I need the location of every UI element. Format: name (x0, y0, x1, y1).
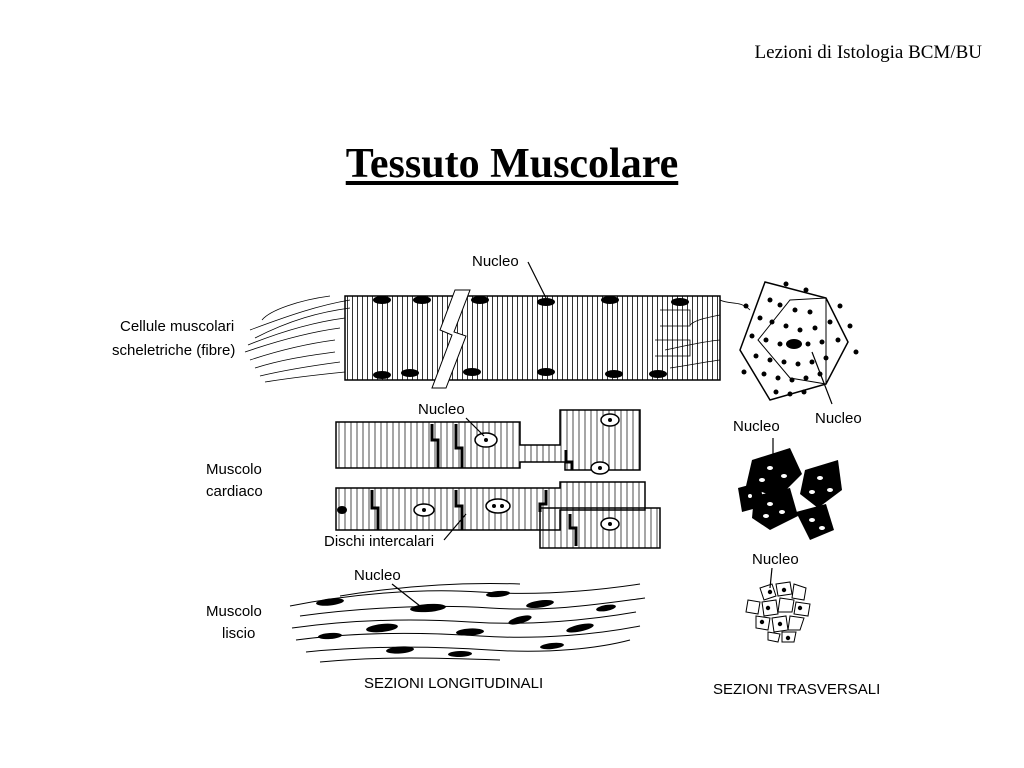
skeletal-fiber-right-fibrils (655, 299, 751, 369)
label-cardiac-line1: Muscolo (206, 461, 262, 478)
skeletal-fiber-break (431, 289, 471, 389)
smooth-nucleus-pointer (391, 583, 421, 607)
label-cardiac-line2: cardiaco (206, 483, 263, 500)
label-smooth-line2: liscio (222, 625, 255, 642)
smooth-cross-section (745, 567, 811, 643)
slide-header: Lezioni di Istologia BCM/BU (754, 42, 982, 63)
skeletal-fiber-longitudinal (244, 261, 751, 389)
smooth-muscle-nuclei (316, 590, 616, 658)
skeletal-nucleus-pointer (527, 261, 547, 299)
label-nucleus-smooth: Nucleo (354, 567, 401, 584)
label-skeletal-cells-line1: Cellule muscolari (120, 318, 234, 335)
caption-transverse-sections: SEZIONI TRASVERSALI (713, 681, 880, 698)
smooth-muscle-cells (289, 583, 646, 663)
label-nucleus-cross-cardiac: Nucleo (733, 418, 780, 435)
cardiac-nucleus-pointer (465, 417, 485, 437)
smooth-muscle-longitudinal (289, 583, 646, 663)
label-nucleus-cardiac: Nucleo (418, 401, 465, 418)
cardiac-nuclei (337, 413, 620, 531)
skeletal-nuclei (373, 296, 689, 379)
label-nucleus-cross-skeletal: Nucleo (815, 410, 862, 427)
label-intercalated-discs: Dischi intercalari (324, 533, 434, 550)
label-skeletal-cells-line2: scheletriche (fibre) (112, 342, 235, 359)
label-nucleus-skeletal: Nucleo (472, 253, 519, 270)
label-smooth-line1: Muscolo (206, 603, 262, 620)
skeletal-fiber-left-fibrils (244, 295, 351, 383)
caption-longitudinal-sections: SEZIONI LONGITUDINALI (364, 675, 543, 692)
cardiac-cross-section (738, 438, 842, 540)
cardiac-fibers-longitudinal (335, 409, 661, 549)
cardiac-fiber-lower (539, 507, 661, 549)
label-nucleus-cross-smooth: Nucleo (752, 551, 799, 568)
slide-title: Tessuto Muscolare (345, 141, 679, 187)
skeletal-cross-section (739, 281, 859, 405)
skeletal-fiber-body (344, 295, 721, 381)
intercalated-discs-pointer (443, 513, 467, 541)
